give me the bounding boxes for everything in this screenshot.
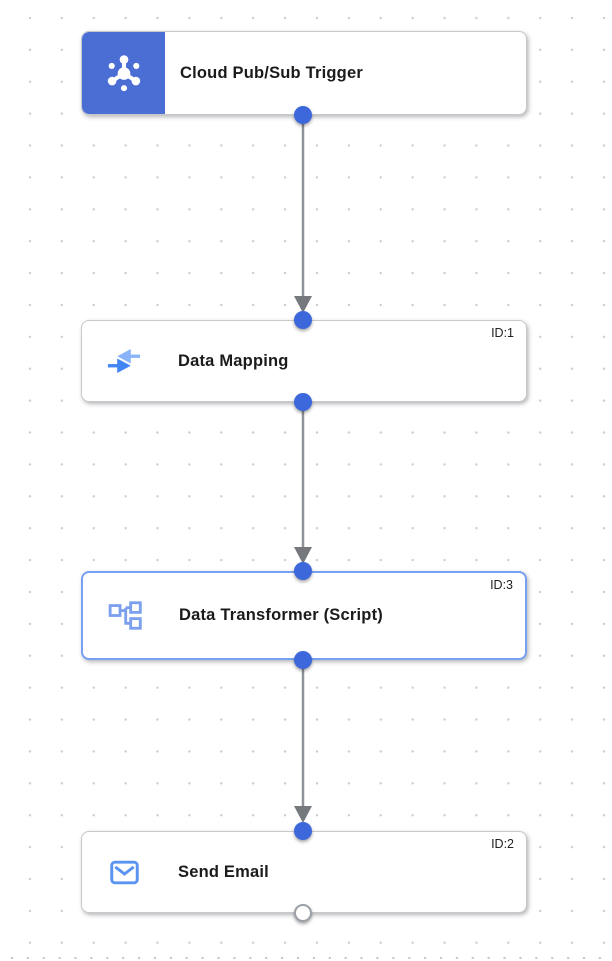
output-port-send-email-open[interactable] [294,904,312,922]
node-data-mapping[interactable]: ID:1 Data Mapping [81,320,527,402]
output-port-data-mapping[interactable] [294,393,312,411]
node-cloud-pubsub-trigger[interactable]: Cloud Pub/Sub Trigger [81,31,527,115]
data-mapping-icon [104,348,144,374]
trigger-accent-block [82,32,165,114]
node-title: Data Transformer (Script) [179,606,383,624]
output-port-data-transformer[interactable] [294,651,312,669]
input-port-data-transformer[interactable] [294,562,312,580]
node-send-email[interactable]: ID:2 Send Email [81,831,527,913]
output-port-trigger[interactable] [294,106,312,124]
send-email-icon [104,859,144,886]
node-title: Data Mapping [178,351,289,370]
canvas-edge-dot-row [0,949,612,959]
input-port-data-mapping[interactable] [294,311,312,329]
node-id-badge: ID:2 [491,837,514,851]
edge-trigger-to-mapping [294,115,312,313]
edge-mapping-to-transformer [294,402,312,564]
arrowhead-icon [294,806,312,823]
node-id-badge: ID:1 [491,326,514,340]
node-title: Send Email [178,862,269,881]
edge-transformer-to-email [294,660,312,823]
node-data-transformer[interactable]: ID:3 Data Transformer (Script) [81,571,527,660]
cloud-pubsub-icon [107,55,140,92]
node-id-badge: ID:3 [490,578,513,592]
input-port-send-email[interactable] [294,822,312,840]
data-transformer-icon [105,601,145,630]
node-title: Cloud Pub/Sub Trigger [180,63,363,82]
